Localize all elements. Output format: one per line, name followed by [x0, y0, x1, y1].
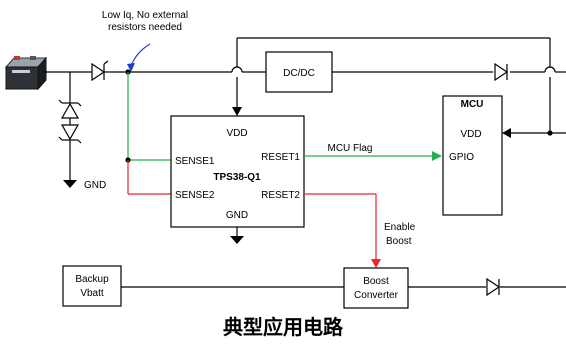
- mcu-gpio-pin: GPIO: [449, 152, 474, 163]
- tps-vdd-pin: VDD: [226, 128, 247, 139]
- enable-boost-line-2: Boost: [386, 236, 412, 247]
- tps-name: TPS38-Q1: [213, 172, 261, 183]
- car-battery-icon: [4, 56, 48, 91]
- figure-caption: 典型应用电路: [223, 315, 344, 339]
- output-diode-icon: [494, 62, 509, 82]
- tps-reset2-pin: RESET2: [261, 190, 300, 201]
- annotation-line-2: resistors needed: [108, 22, 182, 33]
- dcdc-label: DC/DC: [283, 68, 315, 79]
- annotation-arrow-icon: [127, 43, 151, 72]
- boost-line-1: Boost: [363, 276, 389, 287]
- tps-reset1-pin: RESET1: [261, 152, 300, 163]
- tps-gnd-pin: GND: [226, 210, 248, 221]
- enable-boost-line-1: Enable: [384, 222, 416, 233]
- gnd-symbol-left: [63, 180, 77, 188]
- mcu-flag-arrow-icon: [432, 151, 442, 161]
- gnd-label: GND: [84, 180, 106, 191]
- sense2-wire: [127, 160, 171, 195]
- annotation-line-1: Low Iq, No external: [102, 10, 188, 21]
- backup-line-1: Backup: [75, 274, 109, 285]
- mcu-box: [442, 95, 503, 216]
- vdd-feed-wire: [236, 37, 551, 133]
- tps38-box: [170, 115, 305, 228]
- reset2-wire: [304, 193, 377, 260]
- tps-sense1-pin: SENSE1: [175, 156, 215, 167]
- sense1-wire: [127, 72, 171, 161]
- mcu-title: MCU: [461, 99, 484, 110]
- mcu-flag-label: MCU Flag: [327, 143, 372, 154]
- tps-sense2-pin: SENSE2: [175, 190, 215, 201]
- mcu-vdd-arrow-icon: [502, 128, 511, 138]
- input-diode-icon: [90, 60, 112, 82]
- supply-rail: [44, 66, 566, 73]
- dcdc-box: [265, 51, 333, 93]
- mcu-vdd-node-dot: [547, 130, 553, 136]
- boost-line-2: Converter: [354, 290, 399, 301]
- boost-diode-icon: [486, 277, 501, 297]
- tvs-diode-icon: [58, 72, 82, 180]
- backup-line-2: Vbatt: [80, 288, 104, 299]
- gnd-symbol-tps: [230, 236, 244, 244]
- boost-converter-box: [343, 267, 409, 309]
- backup-vbatt-box: [62, 265, 122, 307]
- enable-boost-arrow-icon: [371, 259, 381, 268]
- vdd-arrow-icon: [232, 107, 242, 116]
- mcu-vdd-pin: VDD: [460, 129, 481, 140]
